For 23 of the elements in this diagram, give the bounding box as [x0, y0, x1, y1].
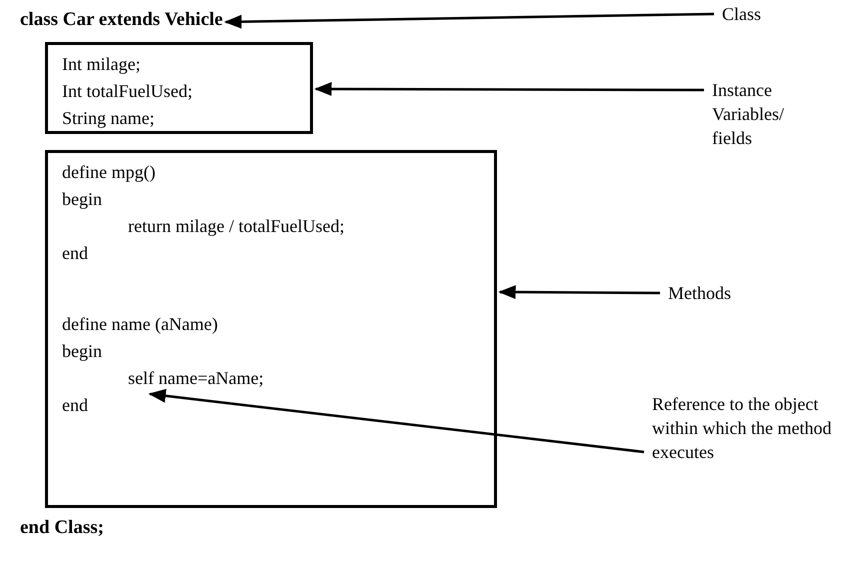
code-line: return milage / totalFuelUsed; [128, 215, 344, 238]
fields-box [45, 42, 313, 134]
annotation-text: Reference to the object within which the method executes [652, 392, 842, 464]
methods-box [45, 150, 497, 508]
code-line: Int totalFuelUsed; [62, 80, 192, 103]
arrow [224, 12, 714, 29]
class-heading: class Car extends Vehicle [20, 8, 223, 32]
annotation-text: Instance Variables/ fields [712, 78, 822, 150]
code-line: String name; [62, 107, 154, 130]
annotation-text: Class [722, 2, 762, 26]
code-line: begin [62, 340, 102, 363]
code-line: begin [62, 188, 102, 211]
closing-statement: end Class; [20, 516, 104, 540]
annotation-text: Methods [668, 281, 731, 305]
code-line: end [62, 242, 88, 265]
code-line: define mpg() [62, 161, 156, 184]
code-line: self name=aName; [128, 367, 264, 390]
code-line: define name (aName) [62, 313, 218, 336]
arrow [498, 285, 660, 300]
arrow [148, 388, 644, 454]
code-line: end [62, 394, 88, 417]
code-line: Int milage; [62, 53, 140, 76]
arrow [314, 82, 704, 96]
